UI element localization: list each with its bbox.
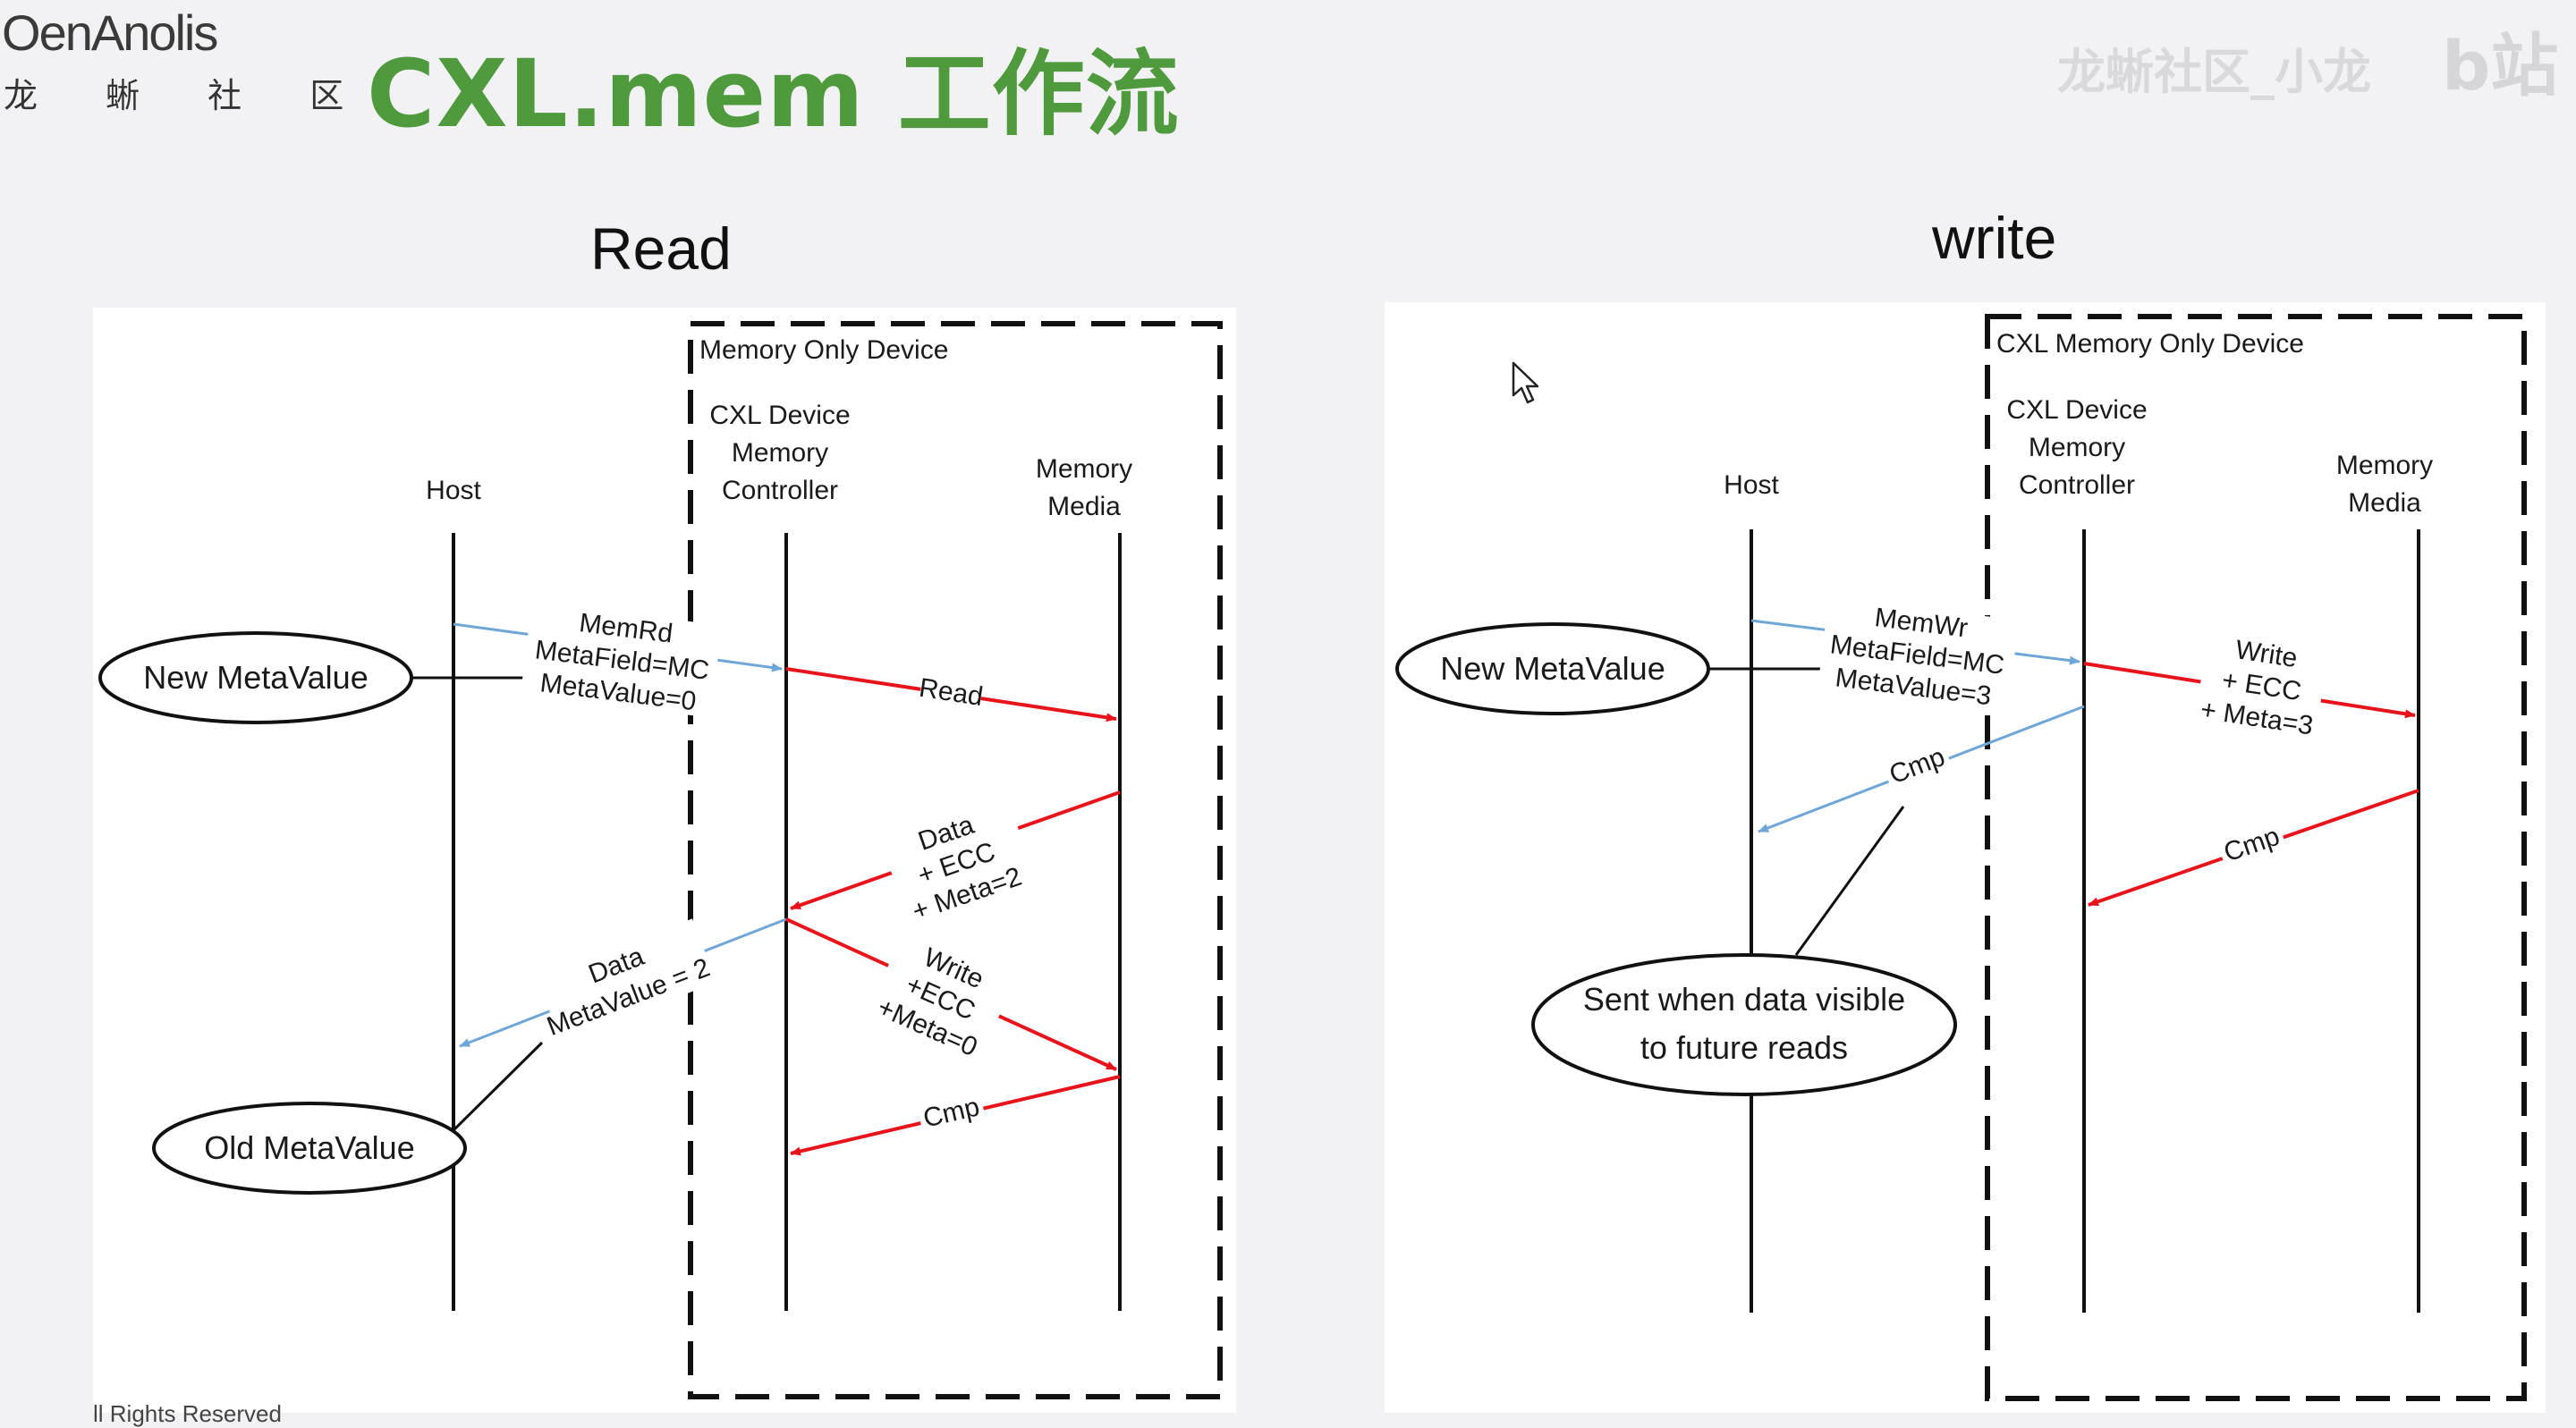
- read-lane-media-2: Media: [1047, 492, 1121, 521]
- slide-title: CXL.mem 工作流: [367, 39, 1180, 148]
- write-visible-connector: [1794, 806, 1905, 956]
- write-lane-host: Host: [1724, 470, 1779, 500]
- read-data-ecc-label-bg: [879, 795, 1039, 932]
- read-memrd-label-bg: [521, 602, 723, 718]
- read-old-metavalue-label: Old MetaValue: [204, 1129, 414, 1166]
- openanolis-logo: OenAnolis: [2, 4, 219, 62]
- write-lane-media-1: Memory: [2336, 451, 2433, 480]
- read-cmp-label-bg: [915, 1087, 987, 1136]
- write-write-labels: Write + ECC + Meta=3: [2193, 630, 2329, 747]
- write-title: write: [1932, 205, 2057, 271]
- read-lane-host: Host: [426, 476, 481, 505]
- read-cmp-label: Cmp: [915, 1087, 987, 1136]
- write-visible-ellipse: [1531, 953, 1957, 1096]
- write-diagram-panel: CXL Memory Only Device Host CXL Device M…: [1385, 302, 2546, 1413]
- watermark: 龙蜥社区_小龙: [2057, 44, 2371, 100]
- read-lane-controller-1: CXL Device: [709, 401, 850, 430]
- read-writeback-labels: Write +ECC +Meta=0: [864, 928, 1016, 1069]
- write-cmp-ctrl-label-bg: [2215, 816, 2288, 870]
- write-lane-controller-3: Controller: [2019, 470, 2135, 500]
- mouse-cursor-icon: [1512, 361, 1539, 404]
- write-cmp-host-label: Cmp: [1880, 737, 1953, 792]
- footer-text: ll Rights Reserved: [93, 1400, 282, 1427]
- read-lane-controller-2: Memory: [732, 438, 828, 468]
- write-visible-label-1: Sent when data visible: [1583, 981, 1905, 1018]
- read-old-meta-connector: [452, 1041, 544, 1132]
- write-new-metavalue-ellipse: [1395, 622, 1710, 715]
- logo-text: enAnolis: [38, 4, 219, 61]
- write-lane-media-2: Media: [2348, 488, 2421, 518]
- read-writeback-label-bg: [864, 928, 1016, 1069]
- read-diagram-panel: Memory Only Device Host CXL Device Memor…: [93, 308, 1236, 1413]
- write-visible-label-2: to future reads: [1640, 1029, 1848, 1066]
- read-old-metavalue-ellipse: [152, 1102, 467, 1195]
- write-device-box: [1985, 314, 2527, 1401]
- write-new-metavalue-label: New MetaValue: [1440, 650, 1665, 687]
- write-cmp-ctrl-label: Cmp: [2215, 816, 2288, 870]
- read-read-label-bg: [919, 670, 984, 711]
- read-data-host-label-bg: [537, 918, 717, 1043]
- write-memwr-label-bg: [1818, 596, 2020, 713]
- write-lane-controller-1: CXL Device: [2006, 395, 2147, 425]
- read-lane-controller-3: Controller: [722, 476, 838, 505]
- write-cmp-host-label-bg: [1880, 737, 1953, 792]
- read-diagram: Memory Only Device Host CXL Device Memor…: [98, 321, 1223, 1399]
- logo-subtitle: 龙 蜥 社 区: [4, 76, 373, 115]
- read-lane-media-1: Memory: [1036, 454, 1132, 484]
- write-memwr-labels: MemWr MetaField=MC MetaValue=3: [1818, 596, 2020, 713]
- read-cmp-label-text: Cmp: [920, 1092, 982, 1133]
- read-read-label: Read: [917, 670, 985, 712]
- write-lane-controller-2: Memory: [2029, 433, 2125, 462]
- read-title: Read: [590, 215, 732, 282]
- write-write-label-bg: [2193, 630, 2329, 747]
- bilibili-watermark-icon: b站: [2442, 26, 2559, 106]
- write-device-box-label: CXL Memory Only Device: [1996, 329, 2304, 359]
- read-device-box: [688, 321, 1223, 1399]
- read-new-metavalue-label: New MetaValue: [143, 659, 368, 696]
- read-data-ecc-labels: Data + ECC + Meta=2: [879, 795, 1039, 932]
- read-new-metavalue-ellipse: [98, 631, 413, 724]
- logo-letter-o: O: [2, 4, 41, 61]
- read-device-box-label: Memory Only Device: [699, 335, 948, 365]
- write-diagram: CXL Memory Only Device Host CXL Device M…: [1395, 314, 2527, 1401]
- read-data-host-labels: Data MetaValue = 2: [537, 918, 717, 1043]
